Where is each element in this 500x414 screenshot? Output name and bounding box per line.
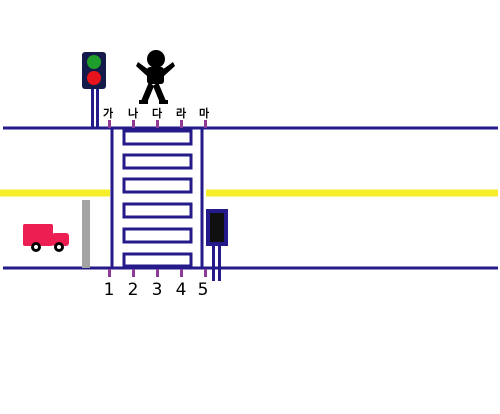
- top-marker-label: 나: [128, 106, 138, 120]
- crosswalk-stripe: [122, 177, 193, 194]
- bottom-marker-label: 2: [128, 280, 139, 300]
- bottom-marker-tick: [204, 269, 207, 277]
- red-light: [87, 71, 101, 85]
- top-marker-tick: [108, 120, 111, 128]
- top-marker-label: 마: [199, 106, 210, 120]
- stop-line-post: [82, 200, 90, 268]
- top-marker-tick: [180, 120, 183, 128]
- traffic-light-icon: [82, 52, 106, 128]
- person-arms-raised-icon: [136, 50, 175, 104]
- top-marker-label: 다: [152, 106, 163, 120]
- truck-icon: [23, 224, 69, 252]
- crosswalk-stripe: [122, 227, 193, 244]
- bottom-marker-label: 3: [152, 280, 163, 300]
- bottom-marker-tick: [180, 269, 183, 277]
- bottom-marker-label: 4: [176, 280, 187, 300]
- bottom-marker-tick: [156, 269, 159, 277]
- crosswalk: [110, 128, 204, 268]
- top-marker-tick: [132, 120, 135, 128]
- crosswalk-stripe: [122, 153, 193, 170]
- top-marker-tick: [156, 120, 159, 128]
- crosswalk-stripe: [122, 252, 193, 268]
- marker-ticks: [108, 120, 207, 277]
- top-marker-labels: 가 나 다 라 마: [103, 106, 210, 120]
- crosswalk-stripe: [122, 202, 193, 219]
- green-light: [87, 55, 101, 69]
- top-marker-label: 가: [103, 106, 113, 120]
- top-marker-label: 라: [176, 106, 187, 120]
- bottom-marker-label: 5: [198, 280, 209, 300]
- top-marker-tick: [204, 120, 207, 128]
- bottom-marker-labels: 1 2 3 4 5: [104, 280, 209, 300]
- bottom-marker-tick: [108, 269, 111, 277]
- bottom-marker-tick: [132, 269, 135, 277]
- crosswalk-stripe: [122, 129, 193, 146]
- bottom-marker-label: 1: [104, 280, 115, 300]
- signal-box-icon: [206, 209, 228, 281]
